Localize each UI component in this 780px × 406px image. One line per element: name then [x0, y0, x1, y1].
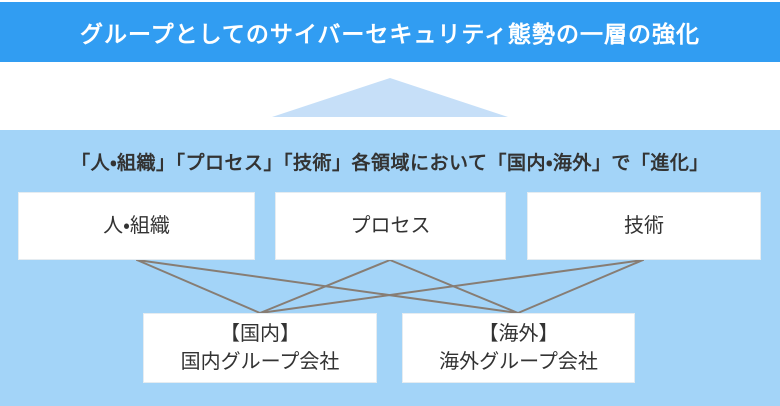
domain-box-technology: 技術: [527, 192, 761, 260]
company-box-tag: 【海外】: [478, 323, 559, 345]
company-box-tag: 【国内】: [220, 323, 300, 345]
company-box-domestic: 【国内】 国内グループ会社: [143, 313, 377, 383]
upward-arrow-icon: [272, 78, 508, 117]
company-box-overseas: 【海外】 海外グループ会社: [402, 313, 635, 383]
section-subtitle: 「人・組織」「プロセス」「技術」各領域において「国内・海外」で「進化」: [71, 153, 709, 174]
company-box-name: 国内グループ会社: [180, 351, 340, 373]
company-box-name: 海外グループ会社: [439, 351, 598, 373]
domain-box-label: 技術: [624, 215, 664, 237]
header-banner: グループとしてのサイバーセキュリティ態勢の一層の強化: [0, 2, 780, 62]
domain-box-label: 人・組織: [103, 215, 170, 237]
page-title: グループとしてのサイバーセキュリティ態勢の一層の強化: [79, 21, 701, 47]
domain-box-label: プロセス: [350, 215, 431, 237]
domain-box-process: プロセス: [275, 192, 506, 260]
domain-box-people-organization: 人・組織: [18, 192, 255, 260]
